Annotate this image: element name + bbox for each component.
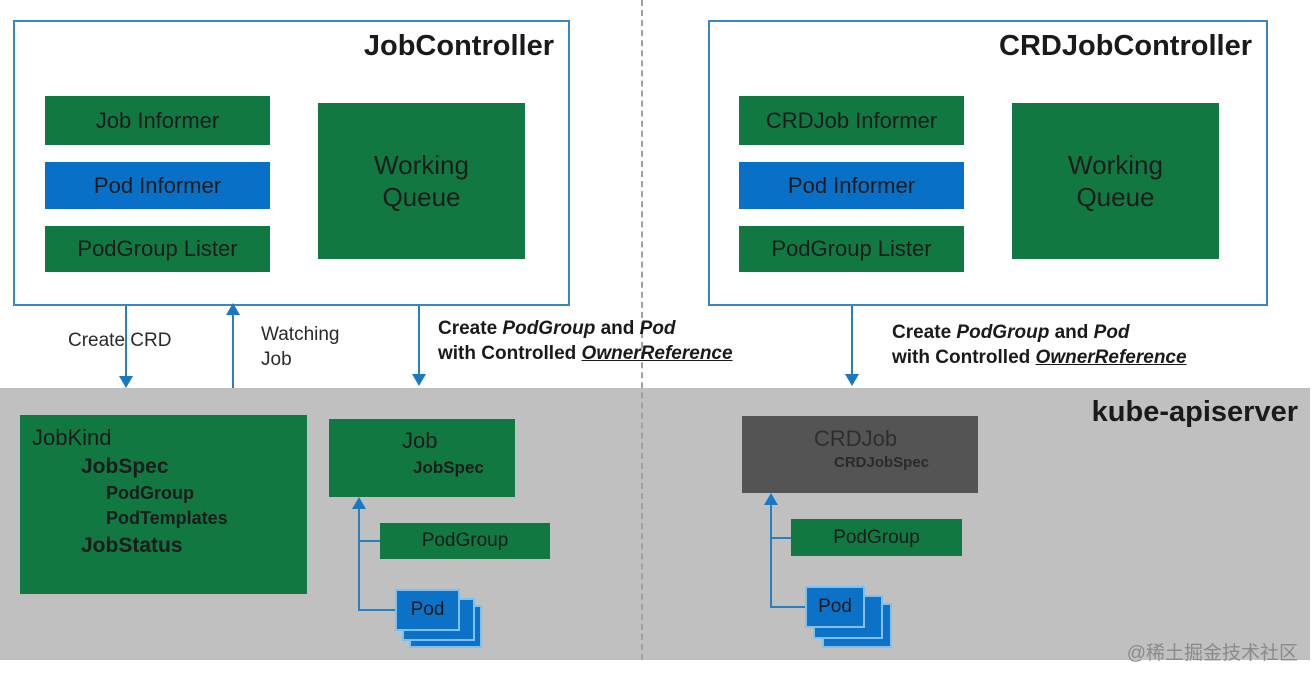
- section-divider: [641, 0, 643, 660]
- jobkind-jobspec: JobSpec: [81, 455, 169, 478]
- job-pod: Pod: [395, 589, 460, 631]
- working-queue-right-line2: Queue: [1076, 182, 1155, 212]
- create-podgroup-pod-label: Create PodGroup and Pod with Controlled …: [438, 316, 733, 366]
- text: with Controlled: [438, 343, 582, 364]
- pod-informer-right: Pod Informer: [739, 162, 964, 209]
- text: Create: [892, 322, 957, 343]
- watching-job-arrow-line: [232, 314, 234, 388]
- watching-job-arrowhead: [226, 303, 240, 315]
- text-italic: Pod: [639, 318, 676, 339]
- crdjob-owner-line: [770, 504, 772, 608]
- watching-label-line1: Watching: [261, 324, 340, 345]
- crdjob-podgroup-connector: [770, 537, 791, 539]
- text-italic: PodGroup: [956, 322, 1050, 343]
- job-controller-title: JobController: [363, 30, 554, 62]
- jobkind-title: JobKind: [32, 425, 112, 450]
- create-crd-label: Create CRD: [68, 330, 172, 351]
- owner-reference-text: OwnerReference: [1035, 347, 1187, 368]
- job-jobspec: JobSpec: [413, 458, 484, 477]
- job-podgroup: PodGroup: [380, 523, 550, 559]
- job-podgroup-connector: [358, 540, 380, 542]
- crdjob-pod: Pod: [805, 586, 865, 628]
- create-crd-arrow-line: [125, 306, 127, 378]
- watching-job-label: Watching Job: [261, 322, 340, 372]
- text: and: [595, 318, 640, 339]
- text-italic: PodGroup: [502, 318, 596, 339]
- create-pod-right-arrow-line: [851, 306, 853, 376]
- create-pod-arrow-line: [418, 306, 420, 376]
- create-podgroup-pod-label-right: Create PodGroup and Pod with Controlled …: [892, 320, 1187, 370]
- watching-label-line2: Job: [261, 349, 292, 370]
- working-queue-right-line1: Working: [1068, 150, 1163, 180]
- text: with Controlled: [892, 347, 1036, 368]
- crdjob-podgroup: PodGroup: [791, 519, 962, 556]
- crdjob-spec: CRDJobSpec: [834, 454, 930, 471]
- crdjob-box: CRDJob CRDJobSpec: [742, 416, 978, 493]
- jobkind-podtemplates: PodTemplates: [106, 508, 228, 528]
- create-pod-right-arrowhead: [845, 374, 859, 386]
- crdjob-controller-title: CRDJobController: [999, 30, 1252, 62]
- working-queue-line1: Working: [374, 150, 469, 180]
- create-pod-arrowhead: [412, 374, 426, 386]
- crdjob-owner-arrowhead: [764, 493, 778, 505]
- crdjob-title: CRDJob: [814, 426, 898, 451]
- create-crd-arrowhead: [119, 376, 133, 388]
- job-owner-line: [358, 508, 360, 610]
- text: and: [1049, 322, 1094, 343]
- pod-informer: Pod Informer: [45, 162, 270, 209]
- jobkind-podgroup: PodGroup: [106, 483, 194, 503]
- owner-reference-text: OwnerReference: [581, 343, 733, 364]
- job-pod-connector: [358, 609, 396, 611]
- text: Create: [438, 318, 503, 339]
- job-title: Job: [402, 428, 438, 453]
- working-queue-line2: Queue: [382, 182, 461, 212]
- text-italic: Pod: [1093, 322, 1130, 343]
- job-box: Job JobSpec: [329, 419, 515, 497]
- jobkind-jobstatus: JobStatus: [81, 534, 183, 557]
- crdjob-informer: CRDJob Informer: [739, 96, 964, 145]
- podgroup-lister-right: PodGroup Lister: [739, 226, 964, 272]
- jobkind-box: JobKind JobSpec PodGroup PodTemplates Jo…: [20, 415, 307, 594]
- job-owner-arrowhead: [352, 497, 366, 509]
- watermark: @稀土掘金技术社区: [1126, 643, 1298, 664]
- podgroup-lister: PodGroup Lister: [45, 226, 270, 272]
- kube-apiserver-title: kube-apiserver: [1091, 396, 1298, 428]
- crdjob-pod-connector: [770, 606, 806, 608]
- job-informer: Job Informer: [45, 96, 270, 145]
